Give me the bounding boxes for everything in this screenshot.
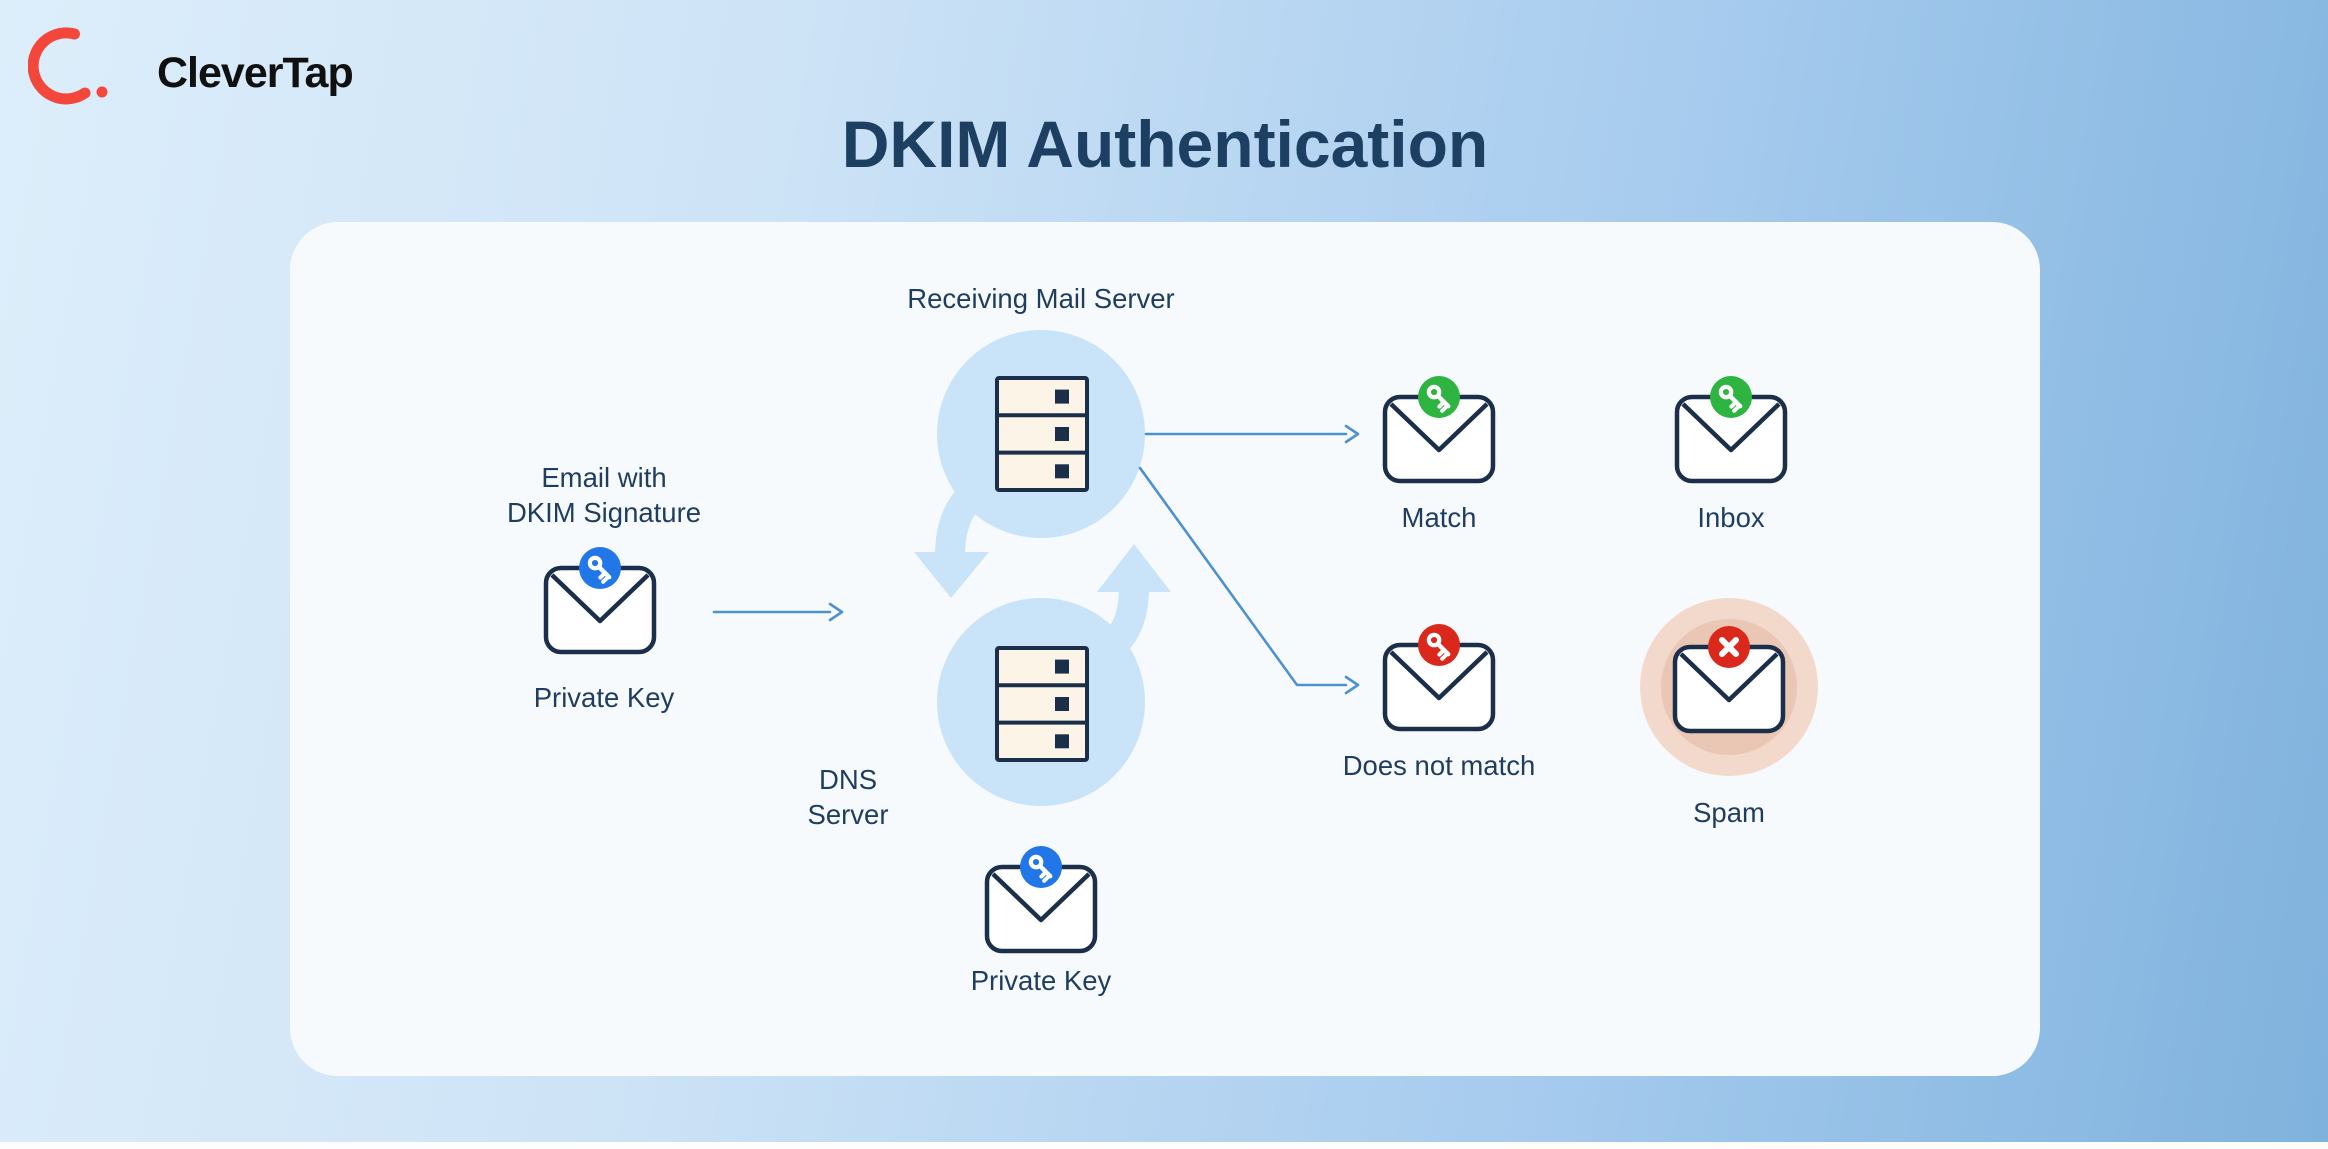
match-label: Match (1401, 502, 1477, 533)
sender-envelope (543, 547, 657, 655)
arrow-email-to-server (712, 602, 844, 622)
key-icon (1028, 854, 1053, 883)
spam-envelope (1672, 626, 1786, 734)
logo-dot (96, 86, 108, 98)
dns-private-key-label: Private Key (970, 965, 1112, 996)
dns-private-key-envelope (984, 846, 1098, 954)
cycle-up-arrow (1091, 544, 1171, 668)
key-icon (1426, 632, 1451, 661)
does-not-match-label: Does not match (1342, 750, 1536, 781)
receiving-mail-server-label: Receiving Mail Server (907, 283, 1175, 314)
cycle-down-arrow (914, 472, 995, 598)
bottom-edge-strip (0, 1142, 2328, 1149)
x-icon (1719, 637, 1739, 657)
clevertap-arc-icon (28, 27, 108, 105)
logo-arc (28, 27, 91, 105)
arrow-server-to-match (1144, 424, 1360, 444)
spam-label: Spam (1693, 797, 1765, 828)
dns-server-label: DNS Server (807, 764, 889, 830)
sender-private-key-label: Private Key (533, 682, 675, 713)
sender-email-label: Email with DKIM Signature (506, 462, 702, 528)
inbox-label: Inbox (1697, 502, 1765, 533)
key-icon (587, 555, 612, 584)
arrow-server-to-does-not-match (1138, 466, 1360, 695)
does-not-match-envelope (1382, 624, 1496, 732)
receiving-mail-server-icon (995, 376, 1089, 492)
page-title: DKIM Authentication (841, 107, 1489, 181)
match-envelope (1382, 376, 1496, 484)
dns-server-icon (995, 646, 1089, 762)
brand-name: CleverTap (157, 48, 354, 97)
clevertap-logo: CleverTap (28, 20, 354, 120)
inbox-envelope (1674, 376, 1788, 484)
spam-envelope-group (1640, 598, 1818, 776)
key-icon (1426, 384, 1451, 413)
key-icon (1718, 384, 1743, 413)
